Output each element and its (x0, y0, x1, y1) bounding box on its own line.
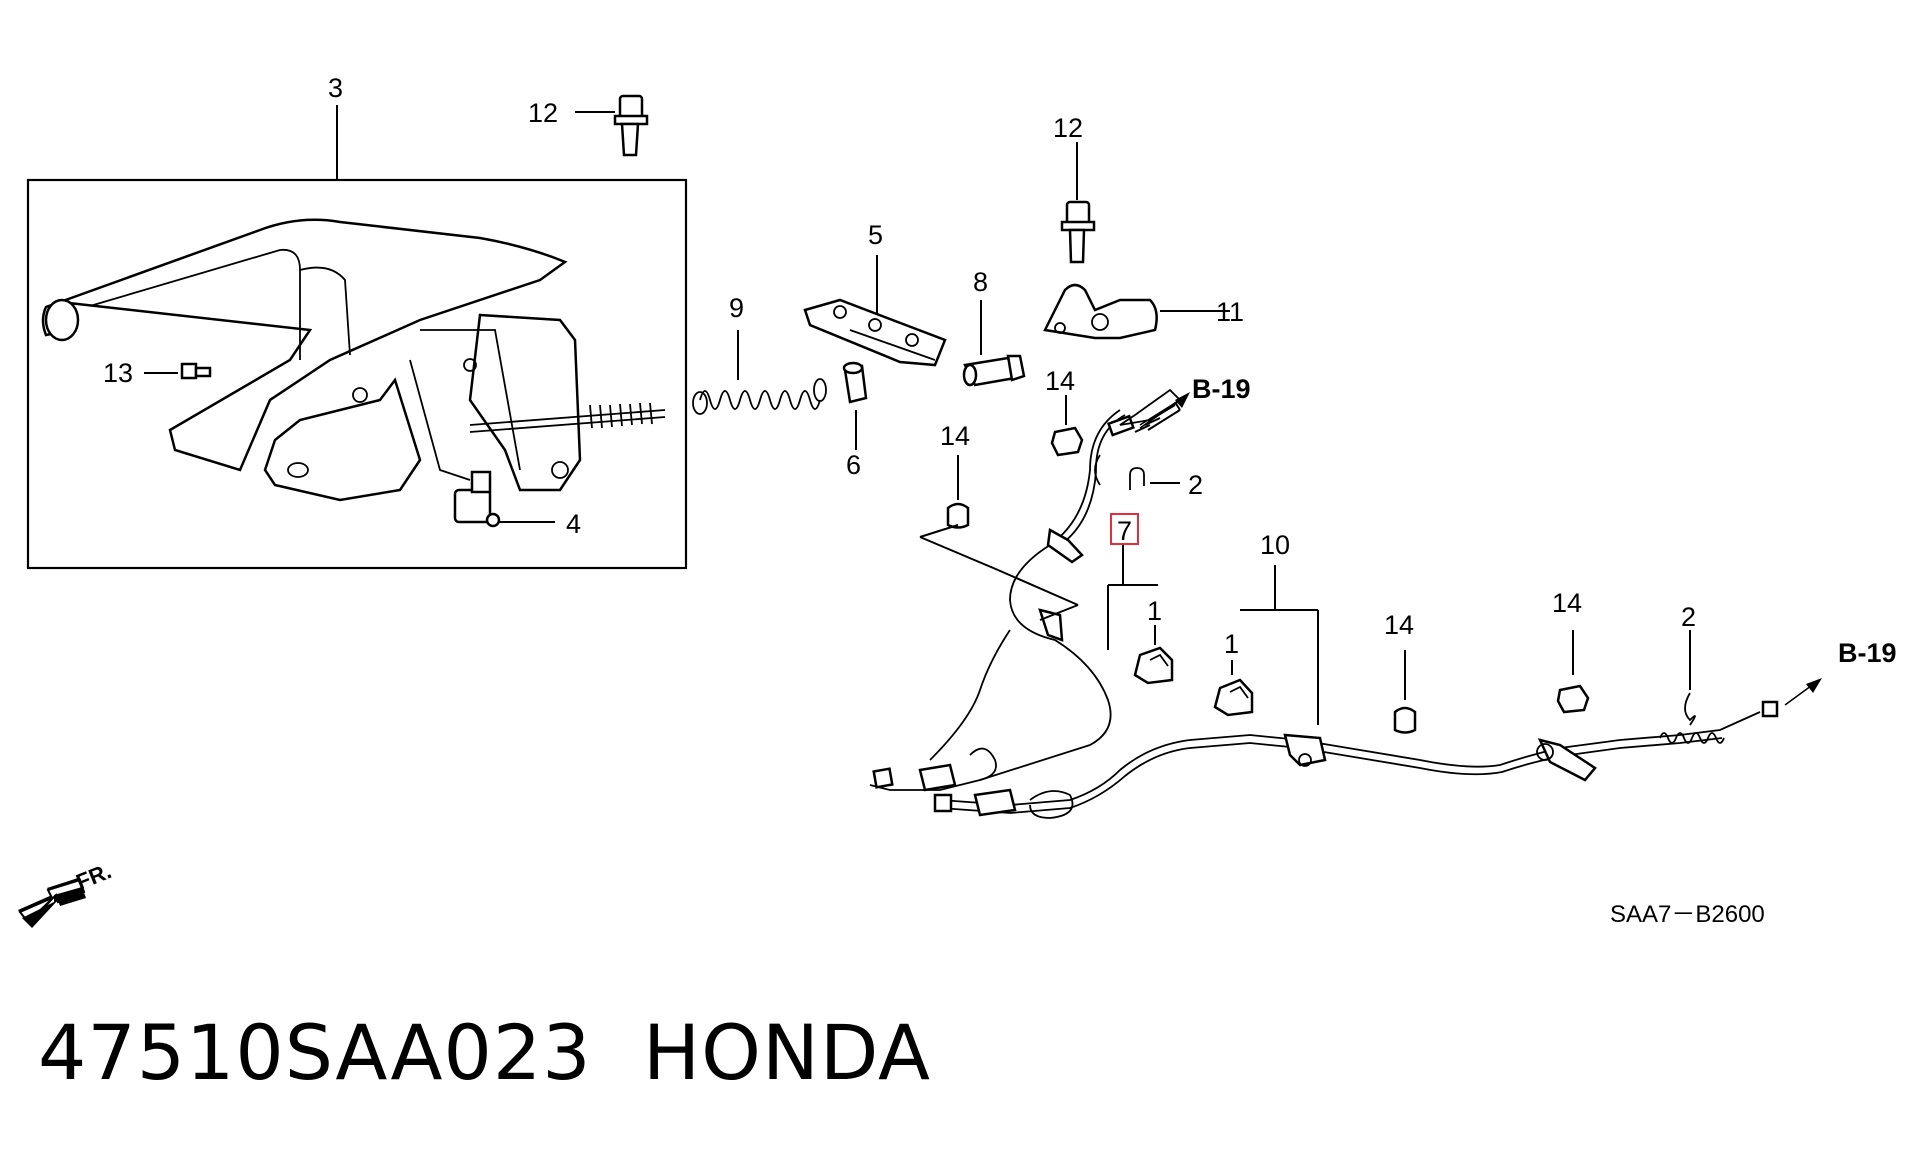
fr-label: FR. (73, 858, 115, 894)
grommet-1-a (1133, 625, 1174, 685)
cable-10 (933, 565, 1779, 819)
brake-switch (453, 470, 555, 528)
nut-14-d (1556, 630, 1590, 714)
lever-assembly (26, 105, 688, 570)
callout-5: 5 (868, 220, 883, 250)
drawing-code: SAA7－B2600 (1610, 901, 1765, 928)
callout-2-a: 2 (1188, 470, 1203, 500)
callout-7: 7 (1117, 516, 1132, 546)
bolt-8 (962, 300, 1026, 387)
bolt-12-left (575, 94, 649, 157)
callout-1-a: 1 (1147, 596, 1162, 626)
bracket-11 (1043, 283, 1230, 340)
callout-14-b: 14 (940, 421, 970, 451)
spring-9 (692, 330, 827, 415)
bolt-12-center (1060, 142, 1096, 264)
pin-6 (842, 361, 868, 450)
callout-13: 13 (103, 358, 133, 388)
leader-14-left (919, 524, 1079, 621)
highlight-box (1110, 513, 1139, 545)
ref-b19-right: B-19 (1838, 638, 1897, 668)
front-direction-arrow: FR. (18, 858, 115, 928)
callout-2-b: 2 (1681, 602, 1696, 632)
grommet-1-b (1213, 660, 1254, 717)
equalizer-5 (803, 255, 947, 367)
callout-1-b: 1 (1224, 629, 1239, 659)
callout-8: 8 (973, 267, 988, 297)
nut-14-c (1393, 650, 1417, 734)
brand-name: HONDA (643, 1008, 931, 1097)
bolt-13 (144, 362, 212, 380)
callout-14-d: 14 (1552, 588, 1582, 618)
callout-10: 10 (1260, 530, 1290, 560)
cable-7 (869, 409, 1158, 792)
callout-9: 9 (729, 293, 744, 323)
nut-14-b (946, 455, 970, 529)
callout-6: 6 (846, 450, 861, 480)
callout-11: 11 (1216, 297, 1244, 327)
callout-14-a: 14 (1045, 366, 1075, 396)
clip-2-a (1129, 467, 1180, 490)
callout-4: 4 (566, 509, 581, 539)
nut-14-a (1050, 395, 1084, 457)
clip-2-b (1684, 630, 1696, 726)
part-number: 47510SAA023 (38, 1008, 592, 1097)
callout-12-left: 12 (528, 98, 558, 128)
callout-3: 3 (328, 73, 343, 103)
b19-arrow-top-head (1147, 401, 1181, 431)
ref-b19-top: B-19 (1192, 374, 1251, 404)
b19-right-arrowhead (1806, 678, 1822, 693)
callout-12-center: 12 (1053, 113, 1083, 143)
callout-14-c: 14 (1384, 610, 1414, 640)
b19-top-arrowhead (1175, 392, 1190, 408)
